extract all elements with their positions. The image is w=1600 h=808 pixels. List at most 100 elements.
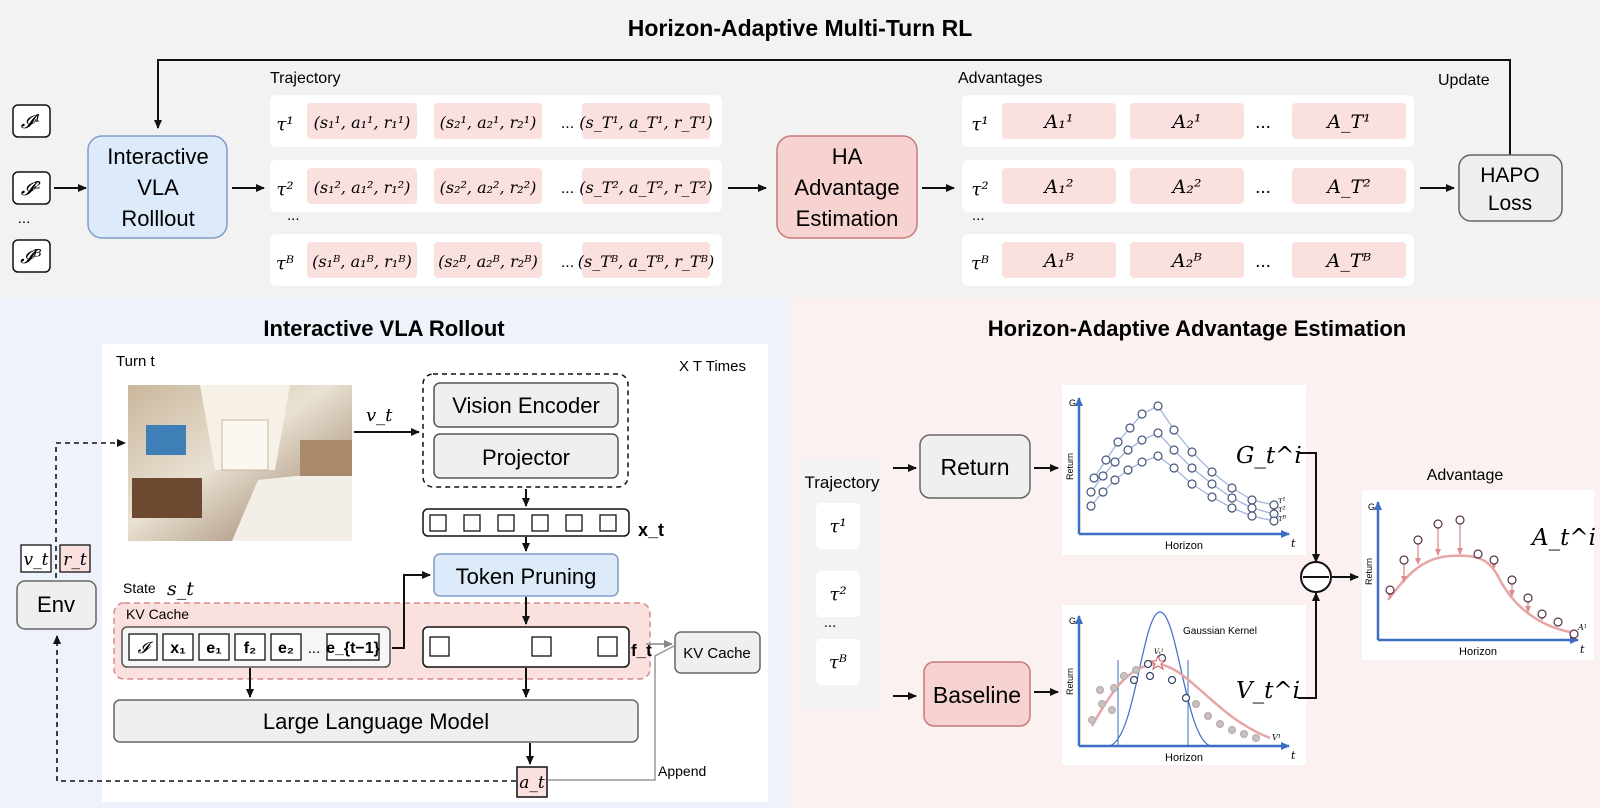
return-point bbox=[1187, 463, 1197, 473]
ha-advantage-estimation-box: HA Advantage Estimation bbox=[776, 135, 918, 239]
advantage-cell-bg bbox=[1130, 103, 1244, 139]
vision-encoder-box: Vision Encoder bbox=[433, 382, 619, 428]
advantage-cell: A₁ᴮ bbox=[1042, 250, 1074, 272]
svg-text:Env: Env bbox=[37, 592, 75, 617]
return-plot-bg bbox=[1062, 385, 1306, 555]
trajectory-cell: (s₂¹, a₂¹, r₂¹) bbox=[440, 113, 537, 132]
trajectory-cell-bg bbox=[307, 242, 417, 278]
trajectory-tau: τ² bbox=[276, 179, 293, 200]
advantage-cell: A_T¹ bbox=[1325, 111, 1371, 133]
return-point bbox=[1269, 516, 1279, 526]
vt-label: v_t bbox=[366, 405, 393, 426]
arrow-return-minus bbox=[1298, 452, 1320, 563]
estimation-panel-title: Horizon-Adaptive Advantage Estimation bbox=[988, 316, 1406, 341]
cache-token-box bbox=[234, 633, 266, 661]
kv-cache-box: KV Cache bbox=[674, 631, 761, 674]
cache-token: e₁ bbox=[206, 640, 222, 657]
return-point bbox=[1169, 425, 1179, 435]
cache-token: e_{t−1} bbox=[326, 640, 380, 657]
cache-token-box bbox=[128, 633, 158, 661]
advantages-label: Advantages bbox=[958, 70, 1043, 87]
baseline-sample-point bbox=[1216, 720, 1224, 728]
env-reward-rt: r_t bbox=[59, 544, 91, 573]
trajectory-row: τᴮ(s₁ᴮ, a₁ᴮ, r₁ᴮ)(s₂ᴮ, a₂ᴮ, r₂ᴮ)...(s_Tᴮ… bbox=[270, 234, 722, 286]
return-point bbox=[1269, 500, 1279, 510]
return-box: Return bbox=[919, 434, 1031, 499]
trajectory-cell-bg bbox=[434, 242, 542, 278]
trajectory-row: τ²(s₁², a₁², r₁²)(s₂², a₂², r₂²)...(s_T²… bbox=[270, 160, 722, 212]
return-point bbox=[1169, 463, 1179, 473]
observation-image bbox=[128, 385, 352, 541]
advantage-cell-bg bbox=[1002, 168, 1116, 204]
minus-operator-icon bbox=[1300, 561, 1332, 593]
baseline-sample-point bbox=[1120, 672, 1128, 680]
axis-return-label: Return bbox=[1065, 668, 1075, 695]
trajectory-label: Trajectory bbox=[270, 70, 341, 87]
trajectory-cell: (s_Tᴮ, a_Tᴮ, r_Tᴮ) bbox=[578, 252, 714, 271]
svg-text:Interactive: Interactive bbox=[107, 144, 209, 169]
return-point bbox=[1187, 479, 1197, 489]
xt-label: x_t bbox=[638, 520, 664, 540]
advantage-cell-bg bbox=[1292, 242, 1406, 278]
trajectory-cell: ... bbox=[561, 180, 574, 197]
cache-token: f₂ bbox=[244, 640, 256, 657]
times-label: X T Times bbox=[679, 358, 746, 375]
append-label: Append bbox=[658, 763, 706, 779]
svg-text:v_t: v_t bbox=[24, 550, 49, 570]
svg-text:Advantage: Advantage bbox=[794, 175, 899, 200]
return-point bbox=[1187, 447, 1197, 457]
advantage-tau: τ² bbox=[971, 179, 988, 200]
trajectory-cell: (s₁¹, a₁¹, r₁¹) bbox=[314, 113, 411, 132]
rollout-panel-title: Interactive VLA Rollout bbox=[263, 316, 505, 341]
projector-box: Projector bbox=[433, 433, 619, 479]
trajectory-cell-bg bbox=[582, 103, 710, 139]
svg-text:Rolllout: Rolllout bbox=[121, 206, 194, 231]
advantage-tau: τ¹ bbox=[971, 114, 988, 135]
instruction-1: 𝓘¹ bbox=[12, 104, 51, 138]
baseline-sample-point bbox=[1252, 734, 1260, 742]
advantage-cell: A₂² bbox=[1171, 176, 1202, 198]
return-point bbox=[1227, 493, 1237, 503]
trajectory-list-item-b: τᴮ bbox=[816, 639, 860, 685]
advantage-baseline-curve bbox=[1387, 554, 1571, 634]
axis-g-label: G bbox=[1069, 398, 1076, 408]
arrow-action-env bbox=[53, 635, 516, 782]
svg-text:HAPO: HAPO bbox=[1480, 164, 1540, 187]
baseline-sample-point bbox=[1096, 686, 1104, 694]
svg-text:HA: HA bbox=[832, 144, 863, 169]
trajectory-cell-bg bbox=[434, 168, 542, 204]
trajectory-cell-bg bbox=[434, 103, 542, 139]
return-point bbox=[1113, 437, 1123, 447]
return-curve-label: τᴮ bbox=[1278, 514, 1286, 523]
advantage-cell: A₂ᴮ bbox=[1170, 250, 1202, 272]
advantage-cell: A_T² bbox=[1325, 176, 1371, 198]
trajectory-cell: (s_T¹, a_T¹, r_T¹) bbox=[579, 113, 712, 132]
advantage-cell-bg bbox=[1002, 103, 1116, 139]
instruction-b: 𝓘ᴮ bbox=[12, 239, 51, 273]
cache-token: ... bbox=[308, 640, 321, 657]
return-point bbox=[1089, 473, 1099, 483]
baseline-curve-label: V¹ bbox=[1272, 733, 1281, 742]
cache-token: x₁ bbox=[170, 640, 186, 657]
baseline-box: Baseline bbox=[923, 661, 1031, 727]
advantage-cell: ... bbox=[1255, 251, 1271, 272]
return-point bbox=[1137, 457, 1147, 467]
baseline-star-label: Vₜ¹ bbox=[1154, 648, 1164, 656]
advantage-plot-title: Advantage bbox=[1427, 467, 1504, 484]
svg-text:Large Language Model: Large Language Model bbox=[263, 709, 489, 734]
baseline-sample-point bbox=[1110, 684, 1118, 692]
svg-text:𝓘²: 𝓘² bbox=[21, 178, 41, 200]
svg-text:Token Pruning: Token Pruning bbox=[456, 564, 597, 589]
return-point bbox=[1227, 503, 1237, 513]
svg-text:𝓘ᴮ: 𝓘ᴮ bbox=[20, 246, 42, 268]
return-point bbox=[1086, 501, 1096, 511]
trajectory-rows: τ¹(s₁¹, a₁¹, r₁¹)(s₂¹, a₂¹, r₂¹)...(s_T¹… bbox=[270, 95, 722, 286]
gti-label: G_t^i bbox=[1236, 443, 1302, 469]
cache-token-box bbox=[270, 633, 302, 661]
return-point bbox=[1227, 483, 1237, 493]
